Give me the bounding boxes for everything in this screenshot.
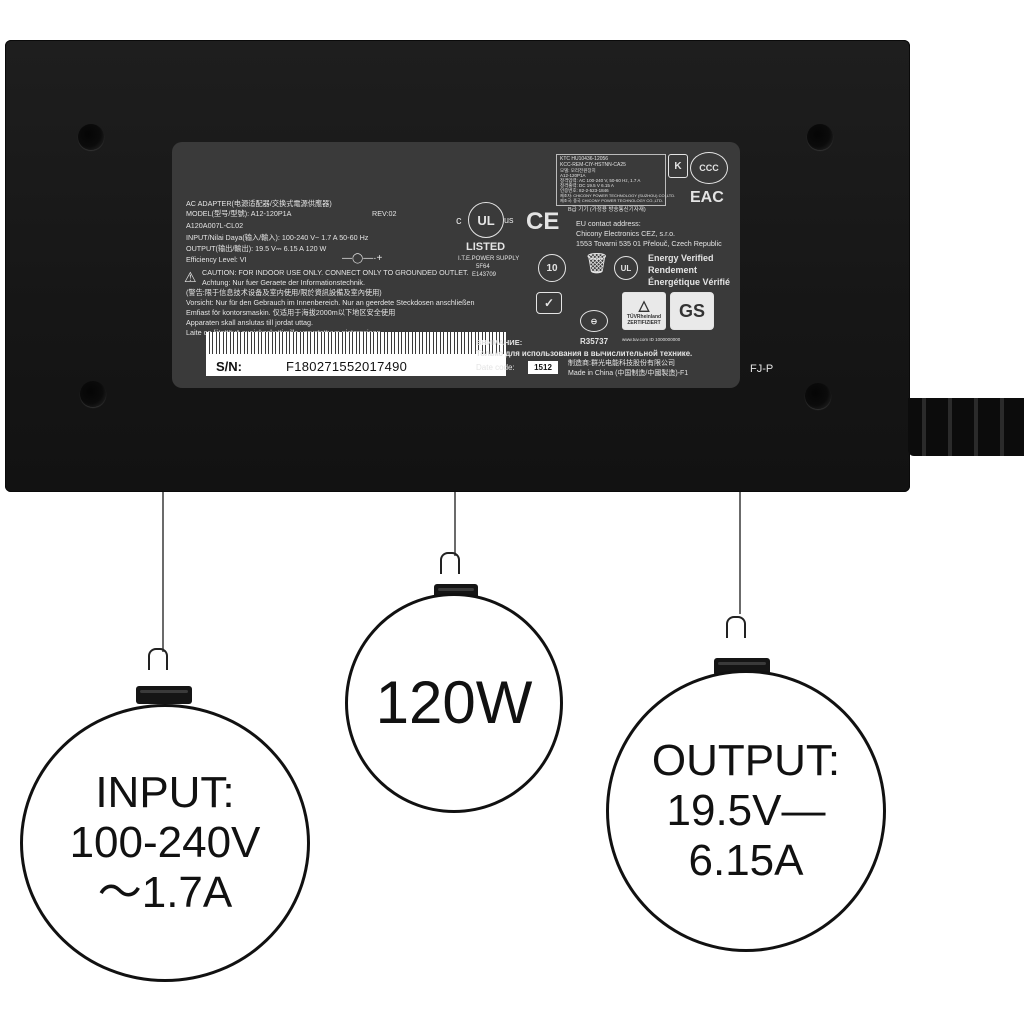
kc-notice: B급 기기 (가정용 방송통신기자재) <box>568 207 646 213</box>
circular-cert-icon: ⊖ <box>580 310 608 332</box>
listed-sub-2: 5F64 <box>476 264 490 270</box>
gs-logo: GS <box>670 292 714 330</box>
c-mark: c <box>456 215 462 227</box>
output-tag: OUTPUT: 19.5V— 6.15A <box>606 670 886 952</box>
made-in-china: Made in China (中国制造/中國製造)-F1 <box>568 370 689 377</box>
weee-bin-icon: 🗑 <box>584 253 610 275</box>
screw-hole-bottom-right <box>805 383 831 409</box>
output-tag-string <box>739 492 741 614</box>
kc-line-4: A12-120P1A <box>560 173 586 178</box>
tuv-url: www.tuv.com ID 1000000000 <box>622 337 681 342</box>
label-rev: REV:02 <box>372 209 397 218</box>
screw-hole-top-right <box>807 124 833 150</box>
input-tag-voltage: 100-240V <box>69 818 261 867</box>
kc-logo: K <box>668 154 688 178</box>
kc-line-2: KCC-REM-CIY-HSTNN-CA25 <box>560 162 626 168</box>
eu-line-2: Chicony Electronics CEZ, s.r.o. <box>576 229 676 238</box>
russian-notice: Только для использования в вычислительно… <box>476 349 693 358</box>
label-output-rating: OUTPUT(输出/輸出): 19.5 V⎓ 6.15 A 120 W <box>186 244 327 253</box>
ccc-logo: CCC <box>690 152 728 184</box>
label-model: MODEL(型号/型號): A12-120P1A <box>186 209 292 218</box>
eu-line-3: 1553 Tovarni 535 01 Přelouč, Czech Repub… <box>576 239 722 248</box>
screw-hole-bottom-left <box>80 381 106 407</box>
input-clip-handle <box>148 648 168 670</box>
label-caution-2: Achtung: Nur fuer Geraete der Informatio… <box>202 278 365 287</box>
date-code-label: Date code: <box>476 363 515 372</box>
output-tag-voltage: 19.5V— <box>666 786 826 835</box>
power-clip-handle <box>440 552 460 574</box>
label-adapter-title: AC ADAPTER(电源适配器/交换式電源供應器) <box>186 199 332 208</box>
input-tag-title: INPUT: <box>95 768 235 817</box>
ccc-text: CCC <box>699 163 719 173</box>
power-tag: 120W <box>345 593 563 813</box>
input-tag-current: ～1.7A <box>97 868 233 917</box>
label-caution-5: Emfiast för kontorsmaskin. 仅适用于海拔2000m以下… <box>186 308 396 317</box>
power-tag-string <box>454 492 456 556</box>
polarity-icon: —◯—·+ <box>342 253 383 264</box>
date-code-value: 1512 <box>528 361 558 374</box>
vnimanie-text: ВНИМАНИЕ: <box>476 338 523 347</box>
eac-mark: EAC <box>690 189 724 206</box>
screw-hole-top-left <box>78 124 104 150</box>
kc-line-9: 제조국: 중국 CHICONY POWER TECHNOLOGY CO.,LTD… <box>560 198 664 203</box>
eu-line-1: EU contact address: <box>576 219 641 228</box>
label-caution-6: Apparaten skall anslutas till jordat utt… <box>186 318 314 327</box>
label-caution-3: (警告:限于信息技术设备及室内使用/限於資訊設備及室內使用) <box>186 288 382 297</box>
barcode <box>206 332 506 354</box>
ul-listed-logo: UL <box>468 202 504 238</box>
power-tag-value: 120W <box>375 669 533 736</box>
kc-line-1: KTC HU10436-12056 <box>560 156 609 162</box>
zertifiziert-text: ZERTIFIZIERT <box>627 319 661 326</box>
fj-p-mark: FJ-P <box>750 363 774 375</box>
level-vi-icon: 10 <box>538 254 566 282</box>
ul-text: UL <box>477 212 495 228</box>
label-efficiency: Efficiency Level: VI <box>186 255 247 264</box>
input-binder-clip <box>136 686 192 704</box>
warning-triangle-icon: ⚠ <box>184 269 197 285</box>
energy-line-1: Energy Verified <box>648 253 714 263</box>
listed-sub-3: E143709 <box>472 272 497 278</box>
serial-label: S/N: <box>216 359 242 374</box>
manufacturer-text: 制造商:群光电能科技股份有限公司 <box>568 360 675 367</box>
tuv-text: TÜVRheinland <box>626 313 662 320</box>
label-caution-4: Vorsicht: Nur für den Gebrauch im Innenb… <box>186 298 475 307</box>
kc-info-box <box>556 154 666 206</box>
gs-text: GS <box>678 300 705 321</box>
kc-line-7: 인증번호: 82-2-523-1846 <box>560 188 609 193</box>
label-caution-1: CAUTION: FOR INDOOR USE ONLY. CONNECT ON… <box>202 268 469 277</box>
serial-value: F180271552017490 <box>286 359 408 374</box>
us-mark: us <box>504 215 514 225</box>
kc-line-5: 정격입력: AC 100-240 V, 50-60 Hz, 1.7 A <box>560 178 641 183</box>
kc-line-8: 제조자: CHICONY POWER TECHNOLOGY (SUZHOU) C… <box>560 193 676 198</box>
serial-number-strip: S/N: F180271552017490 <box>206 354 506 376</box>
kc-line-3: 모델: 모리전원장치 <box>560 168 596 173</box>
energy-line-3: Énergétique Vérifié <box>648 277 731 287</box>
kc-line-6: 정격출력: DC 19.5 V 6.15 A <box>560 183 614 188</box>
rcm-number: R35737 <box>580 337 609 346</box>
listed-text: LISTED <box>466 241 506 253</box>
power-cable <box>908 398 1024 456</box>
rcm-icon: ✓ <box>536 292 562 314</box>
tuv-logo: △ TÜVRheinland ZERTIFIZIERT <box>622 292 666 330</box>
listed-sub-1: I.T.E.POWER SUPPLY <box>458 256 520 262</box>
ul-recognized-icon: UL <box>614 256 638 280</box>
label-part-number: A120A007L-CL02 <box>186 221 244 230</box>
rating-label: AC ADAPTER(电源适配器/交换式電源供應器) MODEL(型号/型號):… <box>172 142 740 388</box>
label-input-rating: INPUT/Nilai Daya(输入/輸入): 100-240 V~ 1.7 … <box>186 233 369 242</box>
output-tag-current: 6.15A <box>688 836 804 885</box>
output-clip-handle <box>726 616 746 638</box>
ce-mark: CE <box>526 208 560 235</box>
energy-line-2: Rendement <box>648 265 698 275</box>
input-tag: INPUT: 100-240V ～1.7A <box>20 704 310 982</box>
input-tag-string <box>162 492 164 652</box>
output-tag-title: OUTPUT: <box>651 736 841 785</box>
